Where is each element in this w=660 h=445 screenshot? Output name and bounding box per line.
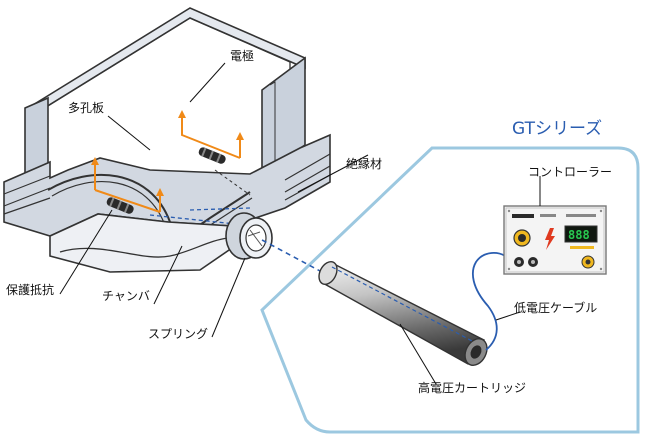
resistor-lower [106,197,134,214]
label-electrode: 電極 [230,48,254,63]
label-controller: コントローラー [528,165,612,179]
label-chamber: チャンバ [102,289,150,303]
resistor-upper [198,147,226,164]
label-protective-resistor: 保護抵抗 [6,282,54,297]
display-panel [564,225,598,243]
label-low-voltage-cable: 低電圧ケーブル [514,300,597,315]
label-perforated-plate: 多孔板 [68,101,104,115]
leader-lines [59,62,541,385]
label-insulator: 絶縁材 [346,156,382,171]
hv-cartridge [318,261,488,366]
gt-series-title: GTシリーズ [512,119,602,139]
hv-dashed-link [261,239,469,351]
warning-icon [545,228,555,250]
electrode-arrowheads [91,110,244,196]
label-hv-cartridge: 高電圧カートリッジ [418,380,526,395]
electrode-lines [94,118,241,213]
label-spring: スプリング [148,327,208,341]
chamber-assembly [3,7,331,273]
controller-unit: 888 [503,205,607,275]
low-voltage-cable [472,252,506,351]
display-readout: 888 [568,228,590,242]
spring-connector [225,212,273,260]
